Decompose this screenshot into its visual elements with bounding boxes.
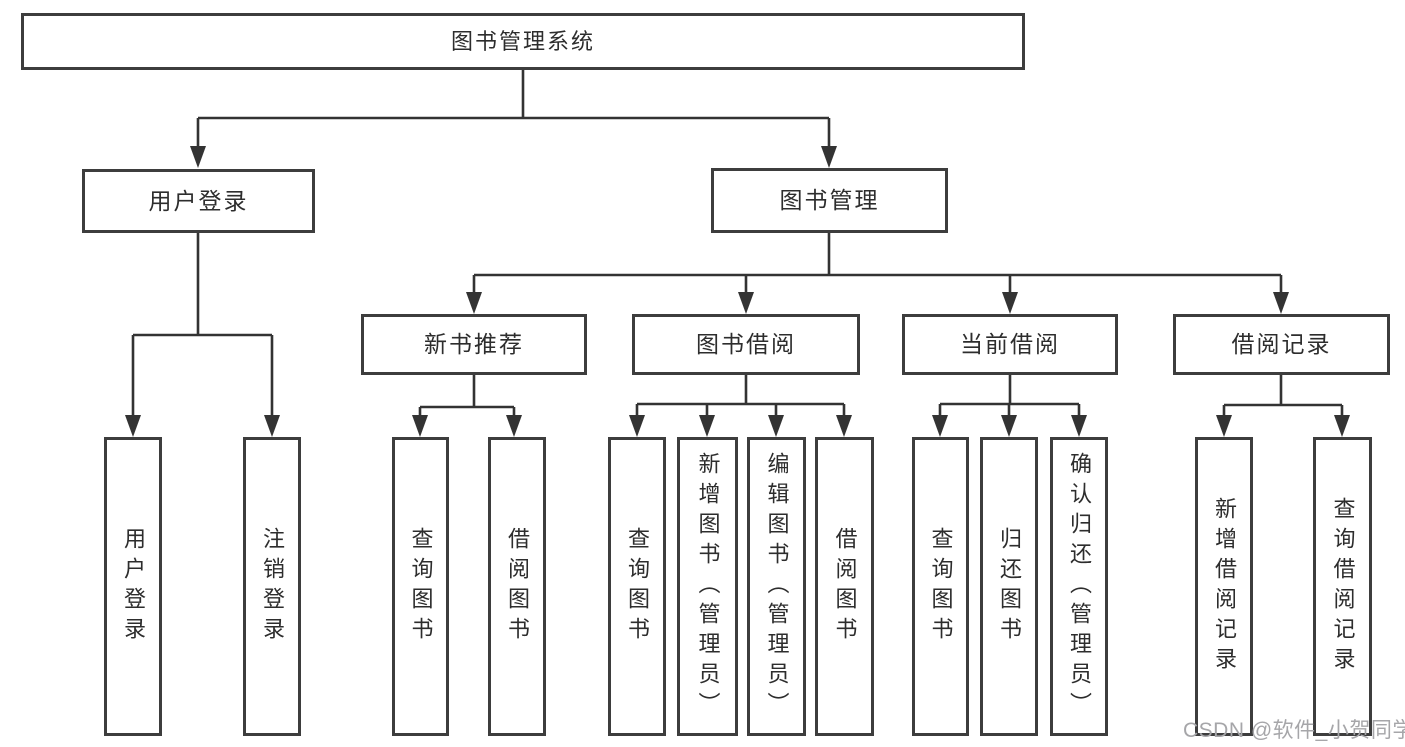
leaf-node-query-books-current-label: 查询图书 <box>928 526 954 647</box>
branch-node-book-management: 图书管理 <box>711 168 948 233</box>
section-node-new-book-recommend: 新书推荐 <box>361 314 587 375</box>
section-node-borrow-records: 借阅记录 <box>1173 314 1390 375</box>
section-node-current-borrow-label: 当前借阅 <box>960 331 1060 357</box>
section-node-book-borrow: 图书借阅 <box>632 314 860 375</box>
branch-node-book-management-label: 图书管理 <box>779 187 880 213</box>
connector-borrow-records <box>1216 375 1350 437</box>
leaf-node-return-books-label: 归还图书 <box>997 526 1022 647</box>
leaf-node-user-login: 用户登录 <box>104 437 162 736</box>
leaf-node-logout-label: 注销登录 <box>260 526 285 647</box>
leaf-node-logout: 注销登录 <box>243 437 301 736</box>
section-node-book-borrow-label: 图书借阅 <box>696 331 796 357</box>
leaf-node-query-books-recommend: 查询图书 <box>392 437 449 736</box>
leaf-node-borrow-books-label: 借阅图书 <box>832 526 858 647</box>
section-node-borrow-records-label: 借阅记录 <box>1231 331 1332 357</box>
leaf-node-borrow-books: 借阅图书 <box>815 437 874 736</box>
csdn-watermark: CSDN @软件_小贺同学 <box>1183 719 1405 742</box>
leaf-node-add-books-admin-label: 新增图书（管理员） <box>695 451 721 722</box>
leaf-node-user-login-label: 用户登录 <box>121 526 146 647</box>
root-node-label: 图书管理系统 <box>450 28 595 54</box>
connector-current-borrow <box>932 375 1087 437</box>
leaf-node-query-books-borrow-label: 查询图书 <box>625 526 650 647</box>
leaf-node-query-borrow-record-label: 查询借阅记录 <box>1330 496 1356 677</box>
leaf-node-query-books-current: 查询图书 <box>912 437 969 736</box>
branch-node-user-login-label: 用户登录 <box>148 187 249 214</box>
section-node-new-book-recommend-label: 新书推荐 <box>424 331 524 357</box>
connector-root-to-branches <box>190 70 837 168</box>
leaf-node-query-books-recommend-label: 查询图书 <box>408 526 434 647</box>
section-node-current-borrow: 当前借阅 <box>902 314 1118 375</box>
leaf-node-edit-books-admin: 编辑图书（管理员） <box>747 437 806 736</box>
leaf-node-edit-books-admin-label: 编辑图书（管理员） <box>764 451 790 722</box>
connector-book-management-branch <box>466 233 1289 314</box>
leaf-node-query-books-borrow: 查询图书 <box>608 437 666 736</box>
leaf-node-return-books: 归还图书 <box>980 437 1038 736</box>
leaf-node-confirm-return-admin: 确认归还（管理员） <box>1050 437 1108 736</box>
leaf-node-add-borrow-record-label: 新增借阅记录 <box>1212 496 1237 677</box>
leaf-node-borrow-books-recommend: 借阅图书 <box>488 437 546 736</box>
connector-new-book-recommend <box>412 375 522 437</box>
branch-node-user-login: 用户登录 <box>82 169 315 233</box>
leaf-node-borrow-books-recommend-label: 借阅图书 <box>505 526 530 647</box>
connector-user-login-branch <box>125 233 280 437</box>
leaf-node-confirm-return-admin-label: 确认归还（管理员） <box>1067 451 1092 722</box>
leaf-node-add-borrow-record: 新增借阅记录 <box>1195 437 1253 736</box>
root-node: 图书管理系统 <box>21 13 1025 70</box>
leaf-node-query-borrow-record: 查询借阅记录 <box>1313 437 1372 736</box>
leaf-node-add-books-admin: 新增图书（管理员） <box>677 437 738 736</box>
connector-book-borrow <box>629 375 852 437</box>
